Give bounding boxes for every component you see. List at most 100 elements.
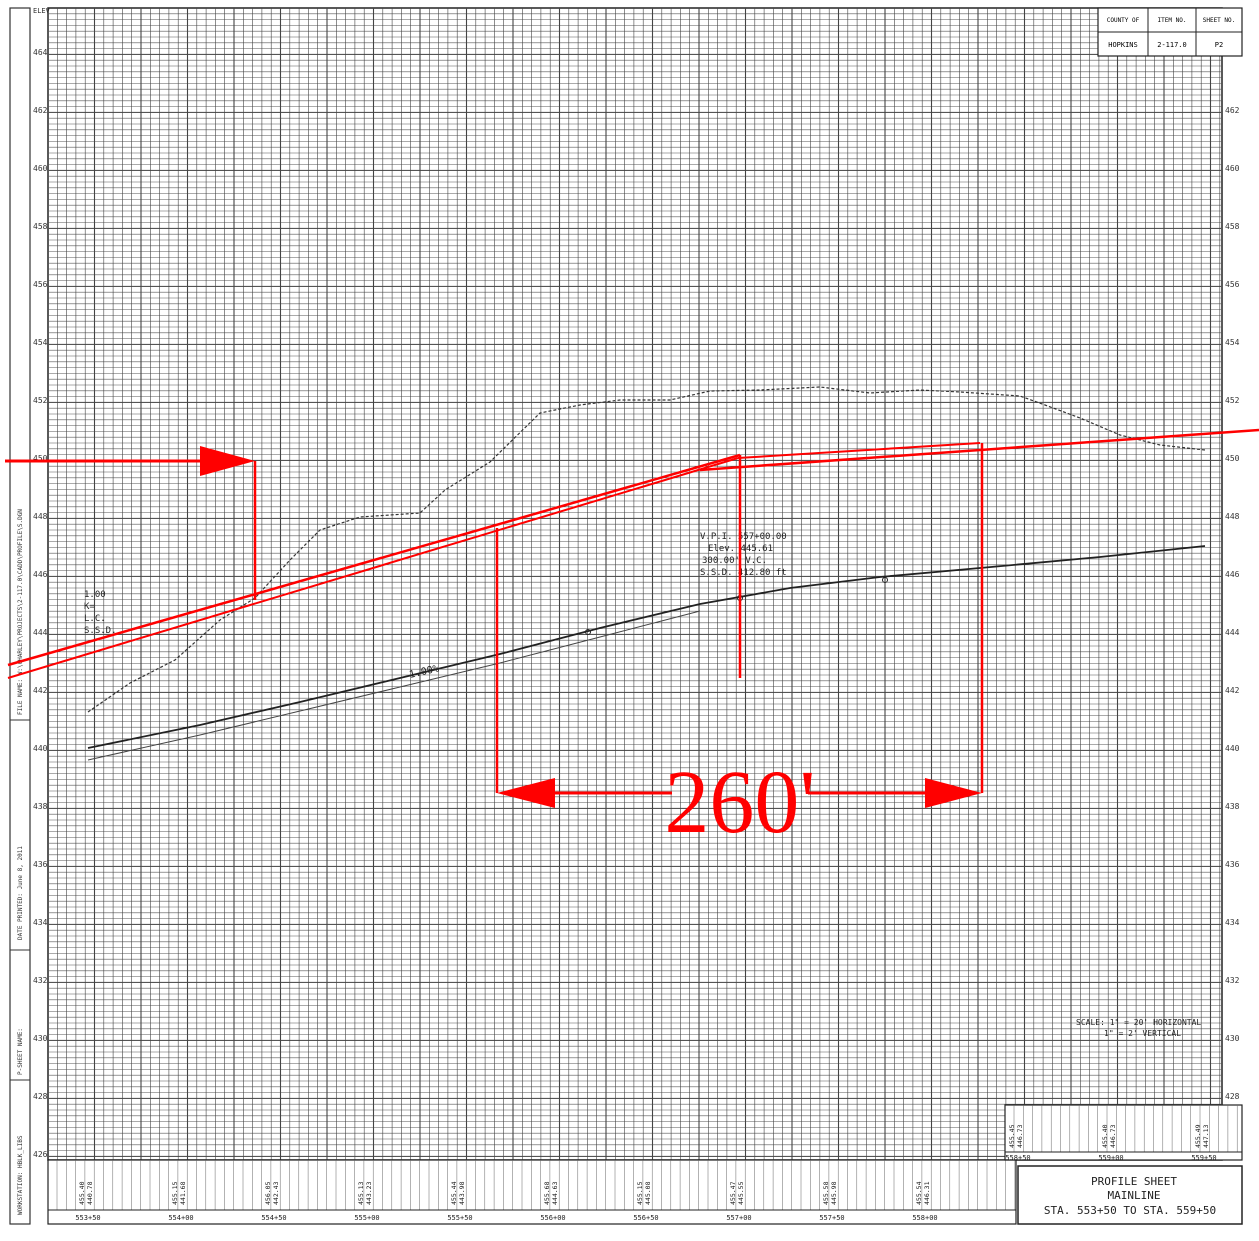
title-block-header: ITEM NO. (1158, 17, 1187, 24)
elevation-label: 430 (33, 1034, 48, 1043)
arrow-left-icon (497, 778, 555, 808)
elevation-label: 438 (1225, 802, 1240, 811)
elevation-label: 438 (33, 802, 48, 811)
sheet-number-value: P2 (1215, 41, 1223, 49)
elevation-corner-label: ELEV (33, 7, 51, 15)
elevation-labels-left: 4644624604584564544524504484464444424404… (33, 48, 48, 1159)
dimension-label: 260' (664, 753, 815, 852)
curve-note-line: L.C. (84, 614, 106, 624)
elevation-label: 462 (33, 106, 48, 115)
elevation-label: 450 (1225, 454, 1240, 463)
profile-grid (47, 7, 1223, 1161)
elevation-label: 446 (1225, 570, 1240, 579)
elevation-label: 432 (33, 976, 48, 985)
scale-note-line: 1" = 2' VERTICAL (1104, 1029, 1181, 1038)
profile-station-marker (882, 577, 888, 583)
elevation-label: 456 (33, 280, 48, 289)
vpi-note-line: V.P.I. 557+00.00 (700, 532, 787, 542)
elevation-label: 452 (33, 396, 48, 405)
station-elevation-label: 455.40 (78, 1181, 86, 1205)
station-label: 557+00 (726, 1214, 751, 1222)
station-elevation-label: 455.58 (822, 1181, 830, 1205)
file-name-note: FILE NAME: W:\CHARLEY\PROJECTS\2-117.0\C… (17, 509, 24, 715)
elevation-label: 440 (1225, 744, 1240, 753)
scale-note-line: SCALE: 1" = 20' HORIZONTAL (1076, 1018, 1201, 1027)
station-label: 554+50 (261, 1214, 286, 1222)
station-elevation-label: 443.23 (365, 1181, 373, 1205)
scale-note: SCALE: 1" = 20' HORIZONTAL 1" = 2' VERTI… (1076, 1018, 1201, 1038)
elevation-label: 448 (1225, 512, 1240, 521)
elevation-label: 464 (33, 48, 48, 57)
sheet-name-note: P-SHEET NAME: (17, 1028, 24, 1075)
proposed-profile-line-offset (87, 610, 701, 761)
profile-station-marker (585, 629, 591, 635)
elevation-label: 460 (1225, 164, 1240, 173)
elevation-label: 450 (33, 454, 48, 463)
elevation-label: 444 (33, 628, 48, 637)
station-elevation-label: 455.13 (357, 1181, 365, 1205)
vpi-note-line: 300.00' V.C. (702, 556, 767, 566)
station-elevation-label: 455.44 (450, 1181, 458, 1205)
station-elevation-label: 455.47 (729, 1181, 737, 1205)
date-printed-note: DATE PRINTED: June 8, 2011 (17, 846, 24, 940)
elevation-label: 426 (33, 1150, 48, 1159)
station-label: 557+50 (819, 1214, 844, 1222)
elevation-label: 448 (33, 512, 48, 521)
arrow-right-icon (925, 778, 982, 808)
station-label: 555+50 (447, 1214, 472, 1222)
elevation-label: 458 (33, 222, 48, 231)
station-label: 558+00 (912, 1214, 937, 1222)
station-elevation-label: 455.15 (171, 1181, 179, 1205)
station-elevation-label: 446.73 (1109, 1124, 1117, 1148)
curve-note-left: 1.00 K= L.C. S.S.D. (84, 590, 117, 636)
station-elevation-label: 442.43 (272, 1181, 280, 1205)
station-elevation-label: 445.55 (737, 1181, 745, 1205)
curve-note-line: 1.00 (84, 590, 106, 600)
markup-curve-line (737, 442, 981, 459)
curve-note-line: S.S.D. (84, 626, 117, 636)
station-elevation-label: 455.54 (915, 1181, 923, 1205)
elevation-label: 430 (1225, 1034, 1240, 1043)
station-elevation-label: 447.13 (1202, 1124, 1210, 1148)
station-label: 559+50 (1191, 1154, 1216, 1162)
station-elevation-label: 455.40 (1101, 1124, 1109, 1148)
proposed-profile-line (87, 545, 1206, 749)
workstation-note: WORKSTATION: HBLK_LIBS (17, 1135, 24, 1215)
station-elevation-label: 455.49 (1194, 1124, 1202, 1148)
elevation-label: 454 (33, 338, 48, 347)
elevation-label: 446 (33, 570, 48, 579)
sheet-station-range: STA. 553+50 TO STA. 559+50 (1044, 1204, 1216, 1217)
elevation-label: 432 (1225, 976, 1240, 985)
station-label: 556+00 (540, 1214, 565, 1222)
elevation-label: 462 (1225, 106, 1240, 115)
station-label: 553+50 (75, 1214, 100, 1222)
station-elevation-label: 445.98 (830, 1181, 838, 1205)
station-elevation-label: 446.73 (1016, 1124, 1024, 1148)
vpi-note-line: S.S.D. 412.80 ft (700, 568, 787, 578)
station-elevation-label: 443.98 (458, 1181, 466, 1205)
elevation-label: 428 (33, 1092, 48, 1101)
elevation-label: 442 (33, 686, 48, 695)
sheet-title: PROFILE SHEET (1091, 1175, 1177, 1188)
elevation-label: 440 (33, 744, 48, 753)
markup-grade-line (7, 453, 741, 667)
elevation-label: 428 (1225, 1092, 1240, 1101)
elevation-label: 436 (1225, 860, 1240, 869)
elevation-label: 436 (33, 860, 48, 869)
station-elevation-label: 455.68 (543, 1181, 551, 1205)
elevation-labels-right: 4644624604584564544524504484464444424404… (1225, 48, 1240, 1159)
elevation-label: 434 (1225, 918, 1240, 927)
left-margin: FILE NAME: W:\CHARLEY\PROJECTS\2-117.0\C… (9, 7, 31, 1225)
station-elevation-label: 455.15 (636, 1181, 644, 1205)
station-label: 556+50 (633, 1214, 658, 1222)
county-value: HOPKINS (1108, 41, 1138, 49)
station-elevation-label: 456.05 (264, 1181, 272, 1205)
station-strip-border (47, 1159, 1017, 1225)
station-label: 559+00 (1098, 1154, 1123, 1162)
sheet-subtitle: MAINLINE (1108, 1189, 1161, 1202)
curve-note-line: K= (84, 602, 95, 612)
station-elevation-label: 441.68 (179, 1181, 187, 1205)
